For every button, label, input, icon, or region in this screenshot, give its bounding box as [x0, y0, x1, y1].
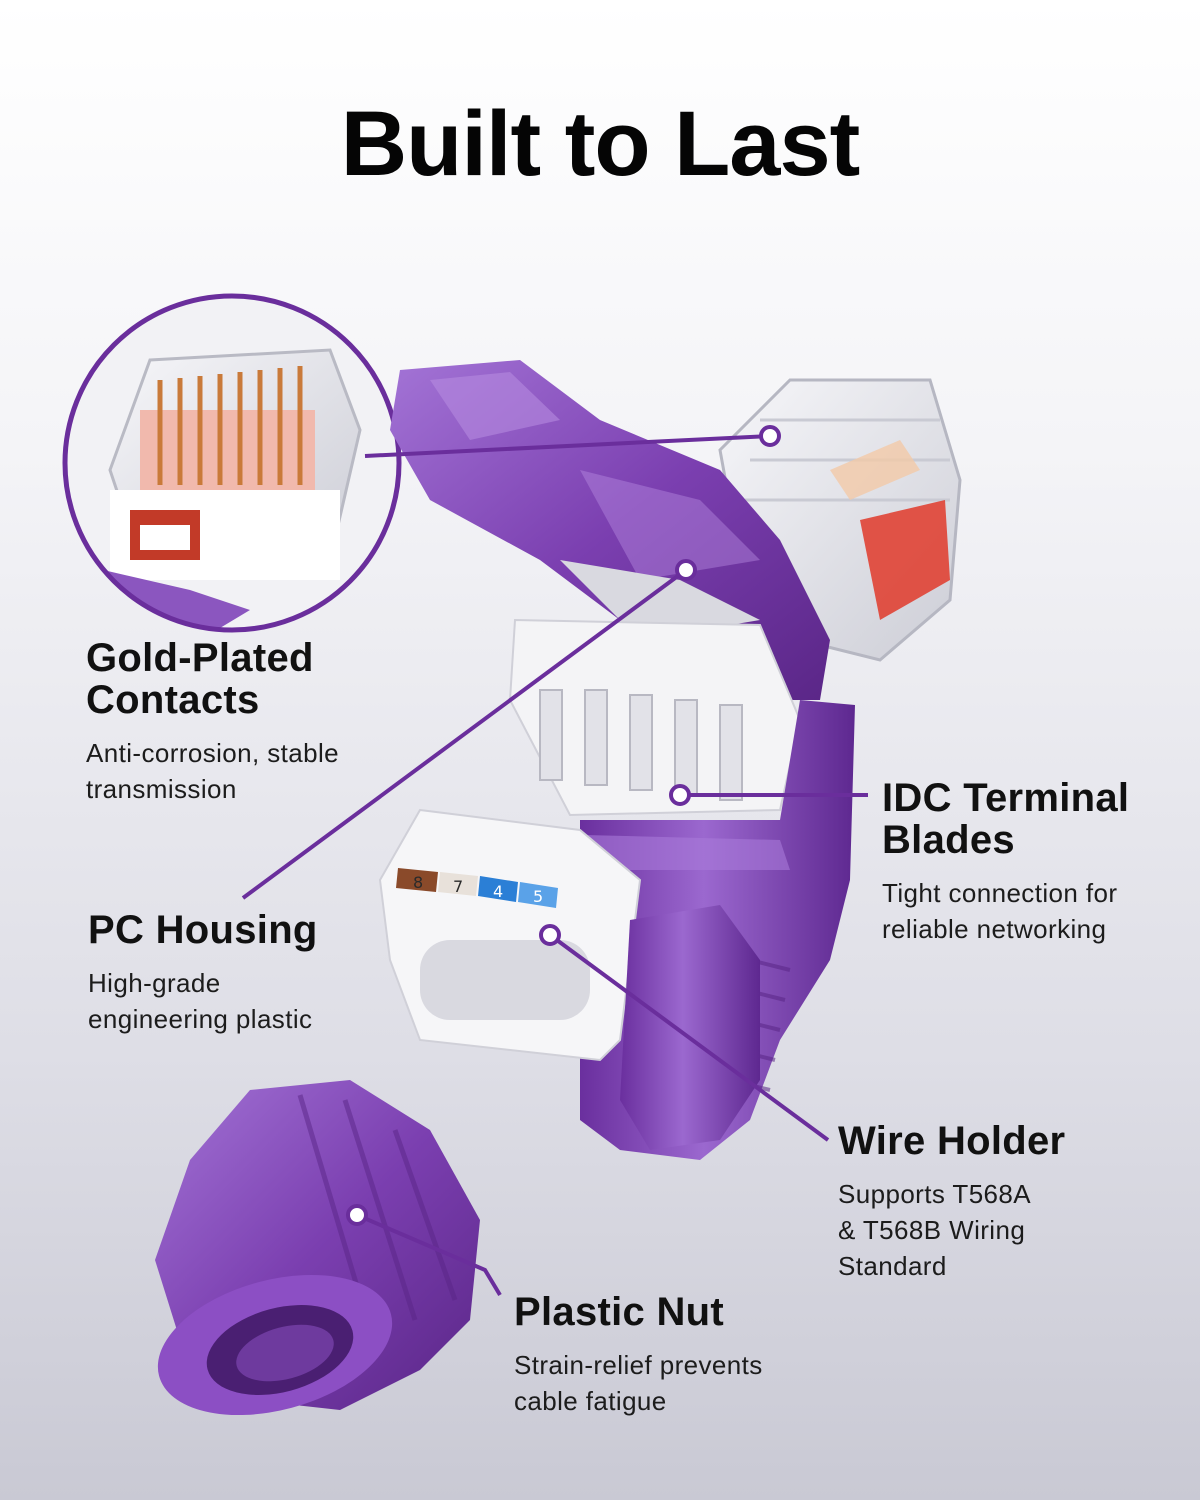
- callout-idc-head-2: Blades: [882, 818, 1015, 862]
- dot-gold: [759, 425, 781, 447]
- dot-pc: [675, 559, 697, 581]
- callout-wire-desc-2: & T568B Wiring: [838, 1215, 1026, 1245]
- callout-wire-desc: Supports T568A & T568B Wiring Standard: [838, 1176, 1065, 1284]
- callout-idc-desc-1: Tight connection for: [882, 878, 1118, 908]
- callout-gold-head-1: Gold-Plated: [86, 636, 314, 680]
- callout-wire-holder: Wire Holder Supports T568A & T568B Wirin…: [838, 1120, 1065, 1284]
- leader-dots: [346, 425, 781, 1226]
- callout-pc-desc-1: High-grade: [88, 968, 221, 998]
- wire-code-4: [478, 876, 518, 902]
- callout-plastic-nut: Plastic Nut Strain-relief prevents cable…: [514, 1291, 763, 1419]
- purple-housing-top: [390, 360, 830, 700]
- callout-nut-desc-2: cable fatigue: [514, 1386, 667, 1416]
- wire-holder: 8 7 4 5: [378, 808, 760, 1150]
- wire-code-labels: 8 7 4 5: [396, 868, 558, 908]
- callout-gold-desc: Anti-corrosion, stable transmission: [86, 735, 339, 807]
- leader-wire: [548, 933, 830, 1142]
- callout-nut-head: Plastic Nut: [514, 1290, 725, 1334]
- callout-gold-desc-1: Anti-corrosion, stable: [86, 738, 340, 768]
- wire-code-5-label: 5: [533, 887, 543, 906]
- wire-code-4-label: 4: [493, 882, 503, 901]
- callout-nut-desc: Strain-relief prevents cable fatigue: [514, 1347, 763, 1419]
- zoom-circle: [62, 293, 402, 633]
- page-title: Built to Last: [340, 93, 861, 195]
- callout-idc-desc: Tight connection for reliable networking: [882, 875, 1129, 947]
- callout-idc-desc-2: reliable networking: [882, 914, 1107, 944]
- callout-nut-desc-1: Strain-relief prevents: [514, 1350, 763, 1380]
- wire-code-7-label: 7: [453, 877, 463, 896]
- callout-pc-head: PC Housing: [88, 908, 318, 952]
- leader-lines: [241, 434, 868, 1297]
- dot-wire: [539, 924, 561, 946]
- callout-pc-housing: PC Housing High-grade engineering plasti…: [88, 909, 318, 1037]
- callout-pc-desc-2: engineering plastic: [88, 1004, 313, 1034]
- callout-gold-desc-2: transmission: [86, 774, 237, 804]
- wire-code-7: [438, 872, 478, 896]
- wire-code-8-label: 8: [413, 873, 423, 892]
- callout-idc-head-1: IDC Terminal: [882, 776, 1130, 820]
- callout-idc-blades: IDC Terminal Blades Tight connection for…: [882, 777, 1129, 947]
- leader-gold: [364, 434, 771, 458]
- wire-code-5: [518, 882, 558, 908]
- wire-code-8: [396, 868, 438, 892]
- leader-nut: [356, 1213, 502, 1297]
- callout-wire-desc-3: Standard: [838, 1251, 947, 1281]
- callout-gold-head-2: Contacts: [86, 678, 260, 722]
- plastic-nut: [155, 1080, 480, 1416]
- dot-nut: [346, 1204, 368, 1226]
- callout-gold-plated: Gold-Plated Contacts Anti-corrosion, sta…: [86, 637, 339, 807]
- callout-wire-head: Wire Holder: [838, 1119, 1066, 1163]
- callout-pc-desc: High-grade engineering plastic: [88, 965, 318, 1037]
- callout-wire-desc-1: Supports T568A: [838, 1179, 1032, 1209]
- idc-block: [508, 618, 802, 817]
- dot-idc: [669, 784, 691, 806]
- leader-pc: [241, 568, 688, 900]
